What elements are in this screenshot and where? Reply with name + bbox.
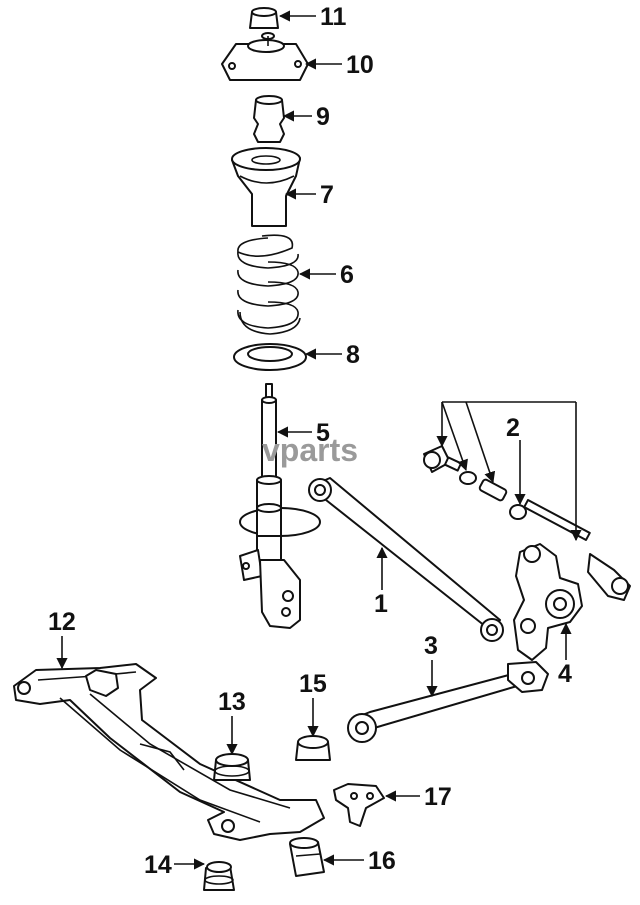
callout-6: 6 <box>340 261 354 289</box>
bushing-14 <box>203 861 235 891</box>
suspension-crossmember <box>13 663 325 841</box>
strut-mount <box>221 32 309 81</box>
spring-seat <box>233 343 307 371</box>
callout-13: 13 <box>218 688 246 716</box>
callout-15: 15 <box>299 670 327 698</box>
bracket-17 <box>333 783 385 827</box>
callout-17: 17 <box>424 783 452 811</box>
trailing-arm <box>347 661 549 743</box>
callout-1: 1 <box>374 590 388 618</box>
callout-4: 4 <box>558 660 572 688</box>
callout-14: 14 <box>144 851 172 879</box>
strut-nut <box>249 7 279 29</box>
lateral-arm <box>308 477 504 642</box>
callout-10: 10 <box>346 51 374 79</box>
watermark-text: vparts <box>262 432 358 468</box>
callout-8: 8 <box>346 341 360 369</box>
callout-11: 11 <box>320 3 347 31</box>
callout-3: 3 <box>424 632 438 660</box>
watermark: vparts <box>262 432 358 468</box>
bushing-13 <box>213 753 251 781</box>
shock-strut <box>239 383 321 629</box>
callout-labels: 11 10 9 7 6 8 5 2 1 3 4 12 13 15 17 14 1… <box>48 3 572 879</box>
callout-16: 16 <box>368 847 396 875</box>
bushing-15 <box>295 735 331 761</box>
bushing-16 <box>289 837 325 877</box>
callout-9: 9 <box>316 103 330 131</box>
callout-12: 12 <box>48 608 76 636</box>
steering-knuckle <box>513 543 583 661</box>
toe-adjuster-parts <box>423 445 631 601</box>
leader-lines <box>56 10 582 870</box>
callout-5: 5 <box>316 419 330 447</box>
bump-stop <box>253 95 285 143</box>
coil-spring <box>237 234 301 335</box>
callout-7: 7 <box>320 181 334 209</box>
dust-boot <box>231 147 301 227</box>
callout-2: 2 <box>506 414 520 442</box>
